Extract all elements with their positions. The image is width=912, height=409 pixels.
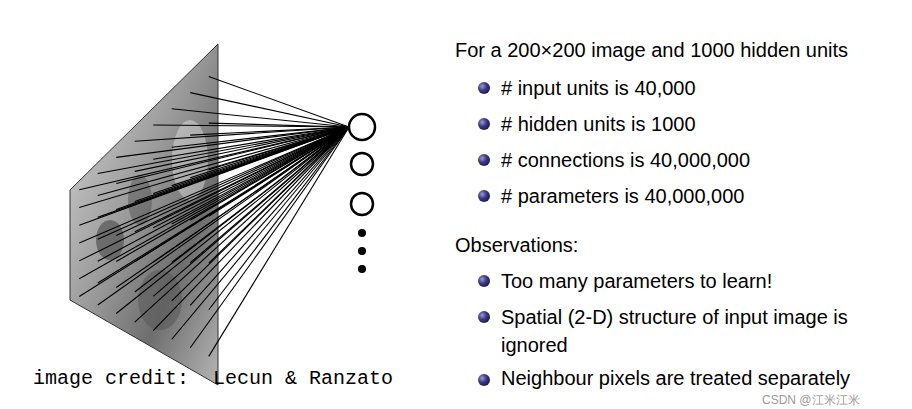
- connection-line: [116, 127, 349, 314]
- connection-line: [209, 127, 349, 356]
- connection-line: [153, 127, 349, 262]
- bullet: [478, 374, 490, 386]
- ellipsis-dot: [358, 247, 366, 255]
- connection-line: [153, 127, 349, 296]
- connection-line: [172, 127, 349, 339]
- watermark: CSDN @江米江米: [762, 393, 860, 407]
- bullet: [478, 275, 490, 287]
- connection-line: [153, 127, 349, 228]
- bullet-text: # connections is 40,000,000: [501, 146, 750, 174]
- connection-line: [190, 127, 349, 178]
- connection-line: [190, 127, 349, 263]
- connection-line: [172, 127, 349, 301]
- input-image: [70, 44, 218, 385]
- connection-line: [209, 76, 349, 127]
- bullet-text: Spatial (2-D) structure of input image i…: [501, 303, 906, 359]
- image-credit: image credit: Lecun & Ranzato: [33, 365, 393, 393]
- bullet: [478, 82, 490, 94]
- heading: For a 200×200 image and 1000 hidden unit…: [455, 36, 848, 64]
- bullet-text: Too many parameters to learn!: [501, 267, 772, 295]
- bullet-text: # hidden units is 1000: [501, 110, 696, 138]
- bullet: [478, 118, 490, 130]
- connection-line: [153, 127, 349, 331]
- ellipsis-dot: [358, 229, 366, 237]
- connection-line: [116, 127, 349, 235]
- connection-line: [79, 127, 349, 279]
- connection-lines: [79, 76, 349, 356]
- connection-line: [135, 127, 349, 322]
- connection-line: [209, 123, 349, 127]
- connection-line: [209, 127, 349, 310]
- bullet: [478, 154, 490, 166]
- connection-line: [98, 127, 349, 305]
- connection-line: [116, 127, 349, 288]
- hidden-unit: [349, 114, 375, 140]
- connection-line: [190, 127, 349, 348]
- section-heading: Observations:: [455, 231, 578, 259]
- hidden-unit: [351, 153, 373, 175]
- ellipsis-dot: [358, 265, 366, 273]
- hidden-units: [349, 114, 375, 273]
- connection-line: [190, 127, 349, 305]
- hidden-unit: [351, 193, 373, 215]
- connection-line: [79, 127, 349, 243]
- bullet: [478, 190, 490, 202]
- connection-line: [98, 127, 349, 283]
- connection-line: [135, 127, 349, 262]
- connection-line: [116, 127, 349, 157]
- bullet-text: # parameters is 40,000,000: [501, 182, 745, 210]
- connection-line: [190, 127, 349, 220]
- connection-line: [79, 127, 349, 296]
- bullet: [478, 311, 490, 323]
- connection-line: [209, 127, 349, 170]
- bullet-text: # input units is 40,000: [501, 74, 696, 102]
- connection-line: [172, 127, 349, 224]
- connection-line: [190, 93, 349, 127]
- connection-line: [209, 127, 349, 216]
- bullet-text: Neighbour pixels are treated separately: [501, 364, 850, 392]
